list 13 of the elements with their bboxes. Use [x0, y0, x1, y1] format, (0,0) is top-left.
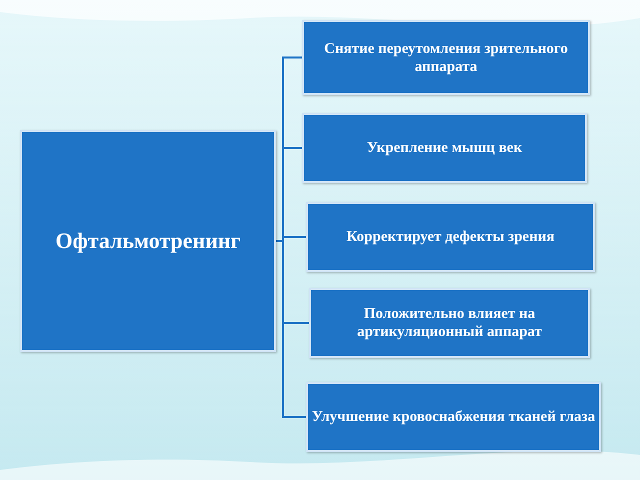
benefit-box [306, 382, 601, 452]
benefit-text: Улучшение кровоснабжения тканей глаза [312, 408, 596, 426]
main-topic-box [20, 130, 276, 352]
benefit-box [302, 20, 590, 95]
benefit-text: Укрепление мышц век [366, 139, 522, 157]
benefit-box [309, 288, 590, 358]
connector-line [276, 240, 306, 418]
benefit-box [302, 113, 587, 183]
benefit-text: Положительно влияет на артикуляционный аппарат [356, 305, 543, 341]
topic-title: Офтальмотренинг [55, 228, 241, 254]
benefit-text: Снятие переутомления зрительного аппарата [323, 40, 569, 76]
benefit-box [306, 202, 595, 272]
benefit-text: Корректирует дефекты зрения [346, 228, 554, 246]
